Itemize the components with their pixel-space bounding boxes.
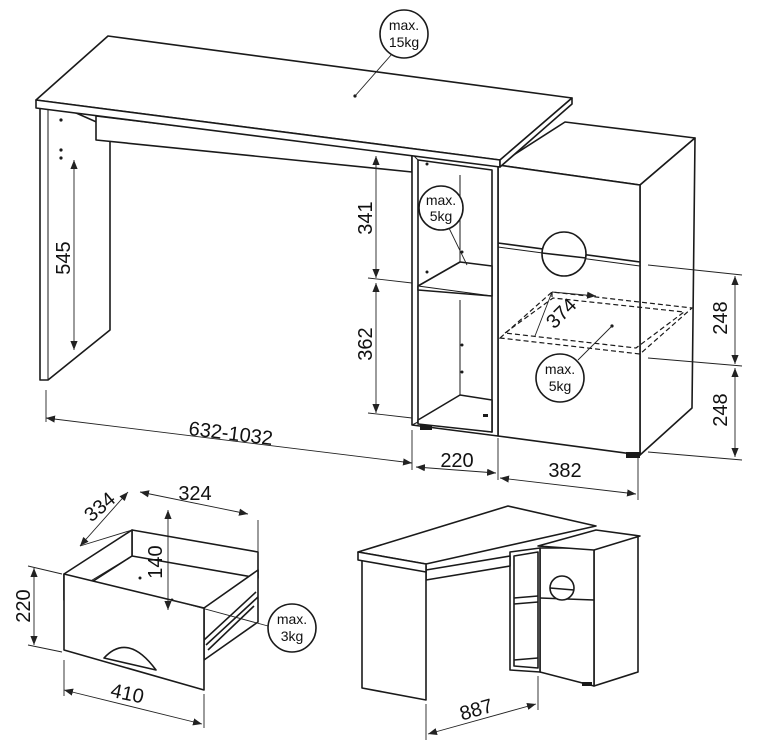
dim-corner-width: 887 xyxy=(457,695,495,725)
middle-shelf xyxy=(417,261,493,297)
main-desk-drawing xyxy=(35,35,696,458)
corner-left-leg xyxy=(361,555,427,701)
load-badge-drawer: max. 3kg xyxy=(267,603,317,653)
drawer-handle xyxy=(103,646,157,671)
svg-text:5kg: 5kg xyxy=(549,378,572,394)
load-badge-shelf: max. 5kg xyxy=(418,185,468,266)
dim-cabinet-depth: 382 xyxy=(548,460,581,482)
svg-text:max.: max. xyxy=(545,361,575,377)
left-leg-panel xyxy=(39,104,111,381)
svg-text:5kg: 5kg xyxy=(430,208,453,224)
dim-shelf-upper: 341 xyxy=(355,201,377,234)
svg-text:max.: max. xyxy=(277,611,307,627)
corner-dimensions: 887 xyxy=(425,676,539,740)
corner-desk-drawing xyxy=(357,505,641,701)
corner-cabinet-side xyxy=(593,535,639,687)
corner-cabinet-top xyxy=(537,529,641,551)
load-badge-drawer-shelf: max. 5kg xyxy=(535,325,613,403)
corner-cabinet-front xyxy=(539,547,595,687)
load-badge-top: max. 15kg xyxy=(354,9,429,97)
cabinet-side xyxy=(639,137,696,456)
main-desk-dimensions: 545 341 362 632-1032 220 382 374 248 248 xyxy=(45,156,743,500)
desk-top-edge-side xyxy=(499,97,573,168)
drawer-outline-dashed xyxy=(498,291,694,355)
svg-text:max.: max. xyxy=(426,192,456,208)
dim-drawer-front-height: 220 xyxy=(13,589,35,622)
dim-drawer-width: 334 xyxy=(80,488,120,526)
drawer-front xyxy=(63,573,205,691)
dim-drawer-height-top: 248 xyxy=(710,301,732,334)
dim-shelf-depth: 220 xyxy=(440,450,473,472)
cabinet-handle xyxy=(541,231,587,277)
svg-text:max.: max. xyxy=(389,17,419,33)
corner-desk-top-edge xyxy=(357,551,427,573)
dim-drawer-height-bottom: 248 xyxy=(710,393,732,426)
bottom-shelf xyxy=(417,394,493,433)
dim-drawer-inner-height: 140 xyxy=(145,545,167,578)
corner-shelf-inner xyxy=(513,551,539,669)
svg-text:3kg: 3kg xyxy=(281,628,304,644)
svg-text:15kg: 15kg xyxy=(389,34,419,50)
dim-drawer-front-width: 410 xyxy=(109,680,146,708)
dim-shelf-lower: 362 xyxy=(355,327,377,360)
dim-desk-height: 545 xyxy=(53,241,75,274)
dim-desk-width: 632-1032 xyxy=(187,418,274,450)
dim-drawer-length: 324 xyxy=(178,483,211,505)
